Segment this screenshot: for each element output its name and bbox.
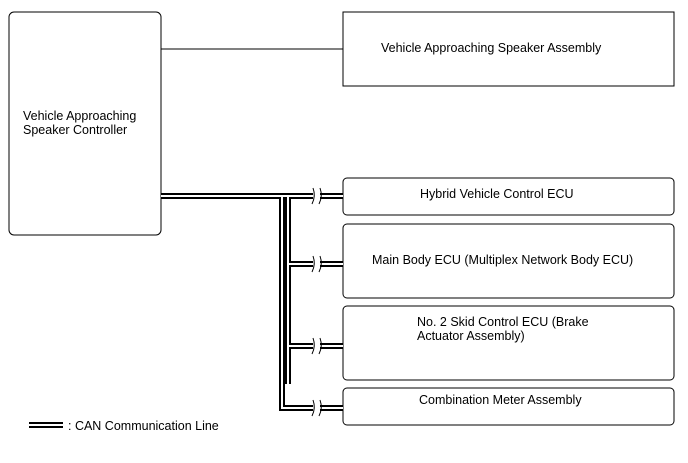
hybrid-vehicle-ecu-label: Hybrid Vehicle Control ECU xyxy=(420,187,574,201)
legend-label: : CAN Communication Line xyxy=(68,419,219,433)
controller-box xyxy=(8,11,162,236)
break-mark xyxy=(311,399,322,417)
skid-control-ecu-label-line2: Actuator Assembly) xyxy=(417,329,525,343)
controller-label-line1: Vehicle Approaching xyxy=(23,109,136,123)
skid-control-ecu-label-line1: No. 2 Skid Control ECU (Brake xyxy=(417,315,589,329)
break-mark xyxy=(311,255,322,273)
speaker-assembly-box xyxy=(342,11,675,87)
legend: : CAN Communication Line xyxy=(29,419,219,433)
break-marks xyxy=(311,187,322,417)
can-bus-lines xyxy=(161,193,343,411)
main-body-ecu-label: Main Body ECU (Multiplex Network Body EC… xyxy=(372,253,633,267)
break-mark xyxy=(311,187,322,205)
break-mark xyxy=(311,337,322,355)
controller-label-line2: Speaker Controller xyxy=(23,123,127,137)
speaker-assembly-label: Vehicle Approaching Speaker Assembly xyxy=(381,41,602,55)
combination-meter-label: Combination Meter Assembly xyxy=(419,393,582,407)
